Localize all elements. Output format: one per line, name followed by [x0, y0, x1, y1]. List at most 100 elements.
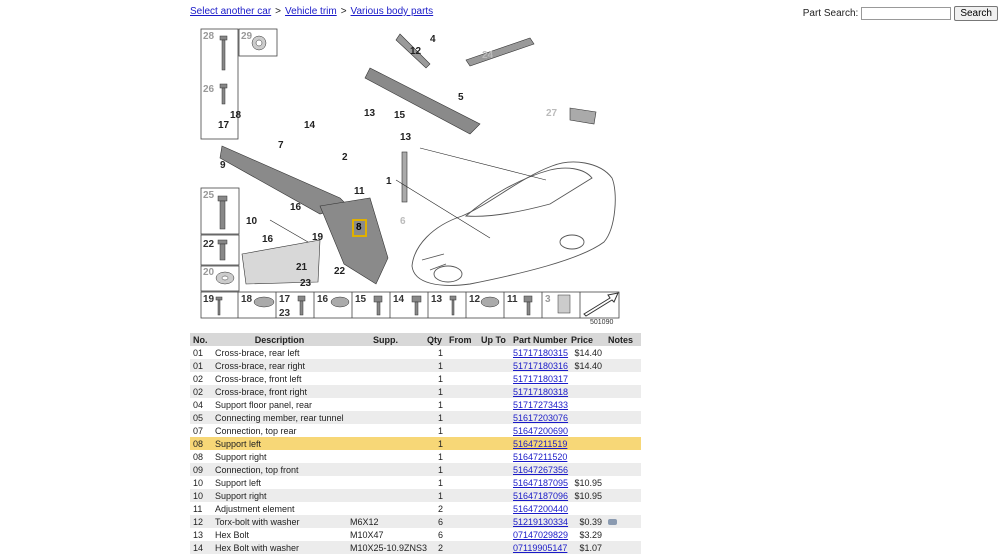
- breadcrumb-separator: >: [340, 6, 347, 17]
- part-price-cell: $14.40: [568, 359, 605, 372]
- part-description-cell: Hex Bolt with washer: [212, 541, 347, 554]
- part-no-cell: 09: [190, 463, 212, 476]
- part-description-cell: Cross-brace, front left: [212, 372, 347, 385]
- part-supplement-cell: [347, 398, 424, 411]
- part-search-input[interactable]: [861, 7, 952, 20]
- part-number-link[interactable]: 51647267356: [513, 464, 569, 475]
- svg-text:13: 13: [400, 132, 412, 143]
- svg-text:27: 27: [546, 108, 558, 119]
- note-camera-icon[interactable]: [608, 519, 617, 526]
- part-supplement-cell: [347, 502, 424, 515]
- search-button[interactable]: Search: [954, 6, 998, 21]
- part-number-link[interactable]: 07147029829: [513, 529, 569, 540]
- part-qty-cell: 6: [424, 528, 446, 541]
- svg-text:11: 11: [354, 186, 365, 197]
- part-number-link[interactable]: 51717180318: [513, 386, 569, 397]
- part-number-link-cell: 51717180317: [510, 372, 568, 385]
- part-notes-cell: [605, 515, 641, 528]
- part-no-cell: 13: [190, 528, 212, 541]
- part-price-cell: $3.29: [568, 528, 605, 541]
- part-number-link[interactable]: 51717180316: [513, 360, 569, 371]
- part-no-cell: 01: [190, 346, 212, 359]
- bolt-shapes: [215, 35, 571, 316]
- part-number-link[interactable]: 07119905147: [513, 542, 568, 553]
- part-supplement-cell: M10X25-10.9ZNS3: [347, 541, 427, 554]
- part-up-to-cell: [478, 411, 510, 424]
- part-from-cell: [446, 385, 478, 398]
- part-qty-cell: 1: [424, 385, 446, 398]
- part-number-link[interactable]: 51717180315: [513, 347, 569, 358]
- svg-text:19: 19: [312, 232, 324, 243]
- part-notes-cell: [605, 541, 641, 554]
- part-notes-cell: [605, 398, 641, 411]
- part-description-cell: Support right: [212, 450, 347, 463]
- part-number-link[interactable]: 51219130334: [513, 516, 569, 527]
- part-no-cell: 10: [190, 489, 212, 502]
- vehicle-trim-link[interactable]: Vehicle trim: [285, 6, 337, 17]
- part-from-cell: [446, 489, 478, 502]
- part-no-cell: 10: [190, 476, 212, 489]
- svg-text:11: 11: [507, 294, 518, 305]
- various-body-parts-link[interactable]: Various body parts: [350, 6, 434, 17]
- part-search: Part Search: Search: [803, 6, 998, 21]
- part-notes-cell: [605, 489, 641, 502]
- part-price-cell: [568, 450, 605, 463]
- part-qty-cell: 1: [424, 450, 446, 463]
- part-number-link[interactable]: 51717273433: [513, 399, 569, 410]
- svg-text:12: 12: [410, 46, 422, 57]
- parts-diagram[interactable]: 4 12 24 27 5 13 15 14 18 17 9 7 2 13 1 1…: [200, 28, 620, 330]
- svg-text:17: 17: [218, 120, 230, 131]
- part-up-to-cell: [478, 528, 510, 541]
- part-from-cell: [446, 476, 478, 489]
- part-number-link[interactable]: 51617203076: [513, 412, 569, 423]
- select-another-car-link[interactable]: Select another car: [190, 6, 272, 17]
- svg-text:16: 16: [290, 202, 302, 213]
- part-price-cell: $10.95: [568, 489, 605, 502]
- part-from-cell: [446, 515, 478, 528]
- part-description-cell: Support left: [212, 476, 347, 489]
- svg-text:2: 2: [342, 152, 348, 163]
- part-number-link-cell: 51647267356: [510, 463, 568, 476]
- svg-text:28: 28: [203, 31, 215, 42]
- part-qty-cell: 1: [424, 411, 446, 424]
- svg-text:9: 9: [220, 160, 226, 171]
- svg-text:18: 18: [230, 110, 242, 121]
- svg-text:17: 17: [279, 294, 291, 305]
- part-notes-cell: [605, 359, 641, 372]
- part-number-link-cell: 51617203076: [510, 411, 568, 424]
- diagram-id: 501090: [590, 319, 614, 326]
- part-description-cell: Support left: [212, 437, 347, 450]
- part-from-cell: [446, 372, 478, 385]
- part-number-link[interactable]: 51647200690: [513, 425, 569, 436]
- part-number-link[interactable]: 51717180317: [513, 373, 569, 384]
- part-number-link-cell: 51219130334: [510, 515, 568, 528]
- part-price-cell: [568, 372, 605, 385]
- part-number-link[interactable]: 51647187096: [513, 490, 569, 501]
- part-notes-cell: [605, 424, 641, 437]
- part-number-link[interactable]: 51647211519: [513, 438, 568, 449]
- part-from-cell: [446, 463, 478, 476]
- part-number-link[interactable]: 51647200440: [513, 503, 569, 514]
- svg-text:14: 14: [304, 120, 316, 131]
- svg-text:10: 10: [246, 216, 258, 227]
- part-up-to-cell: [478, 515, 510, 528]
- part-number-link[interactable]: 51647211520: [513, 451, 568, 462]
- leader-lines: [269, 147, 547, 243]
- part-number-link[interactable]: 51647187095: [513, 477, 569, 488]
